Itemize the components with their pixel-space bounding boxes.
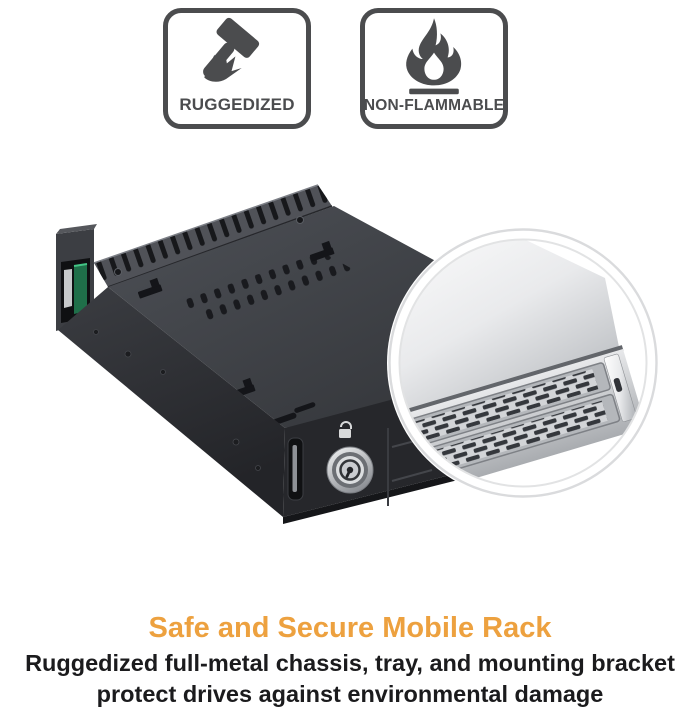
caption-body-line-1: Ruggedized full-metal chassis, tray, and… [25, 650, 675, 676]
unlock-icon [339, 421, 352, 438]
badge-non-flammable: NON-FLAMMABLE [360, 8, 508, 129]
flame-icon [365, 13, 503, 97]
top-vent-grill [178, 252, 356, 322]
caption-body: Ruggedized full-metal chassis, tray, and… [0, 648, 700, 710]
key-lock-icon [326, 446, 374, 494]
badge-ruggedized: RUGGEDIZED [163, 8, 311, 129]
caption-body-line-2: protect drives against environmental dam… [96, 681, 604, 707]
rear-connector-box [56, 224, 97, 331]
caption-title: Safe and Secure Mobile Rack [148, 612, 552, 644]
caption-block: Safe and Secure Mobile Rack Ruggedized f… [0, 611, 700, 710]
chassis-left-side [58, 287, 285, 517]
rear-vent-grill [93, 184, 333, 288]
hammer-impact-icon [168, 13, 306, 95]
pcb-connector [74, 264, 87, 314]
badge-label: RUGGEDIZED [179, 95, 295, 114]
badge-label: NON-FLAMMABLE [363, 97, 505, 114]
